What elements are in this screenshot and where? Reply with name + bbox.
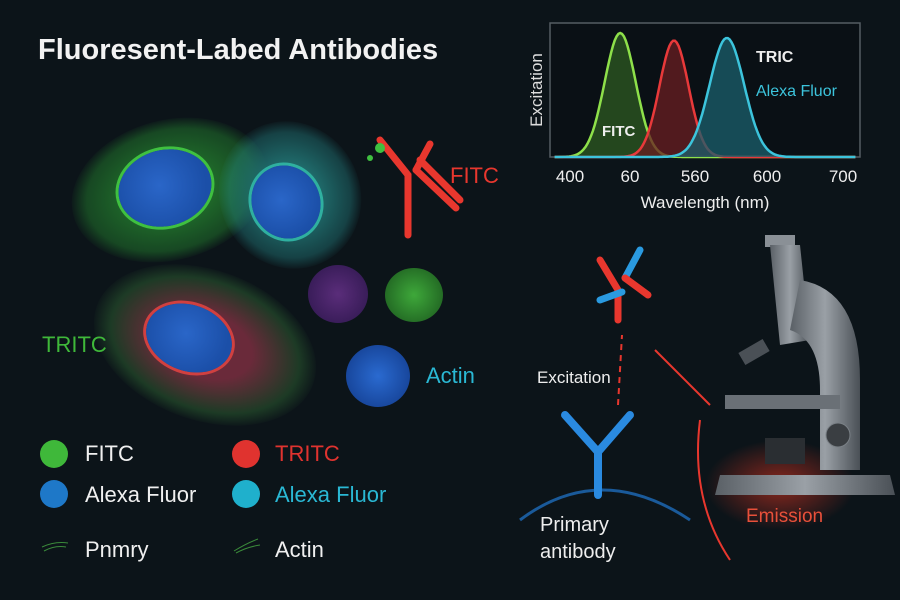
legend-dot-fitc (40, 440, 68, 468)
legend-label: Alexa Fluor (275, 482, 387, 507)
legend-label: FITC (85, 441, 134, 466)
actin-label: Actin (426, 363, 475, 388)
fitc-antibody-icon (367, 136, 464, 239)
page-title: Fluoresent-Labed Antibodies (38, 34, 439, 66)
fitc-label: FITC (450, 163, 499, 188)
legend-dot-tritc (232, 440, 260, 468)
fiber-icon (41, 542, 69, 552)
series-label-tric: TRIC (756, 49, 794, 66)
excitation-label: Excitation (537, 368, 611, 387)
legend-label: Alexa Fluor (85, 482, 197, 507)
x-tick-label: 60 (621, 167, 640, 186)
spectrum-line-alexa-fluor (554, 36, 856, 159)
legend-label: TRITC (275, 441, 340, 466)
purple-cell (308, 265, 368, 323)
green-cell (385, 268, 443, 322)
primary-antibody-icon (561, 411, 634, 499)
legend-dot-alexa-blue (40, 480, 68, 508)
series-label-alexa: Alexa Fluor (756, 83, 838, 100)
x-tick-label: 560 (681, 167, 709, 186)
emission-path-arrow (697, 419, 731, 561)
emission-arrow (654, 349, 711, 406)
legend-dot-alexa-cyan (232, 480, 260, 508)
excitation-arrow (617, 334, 623, 406)
y-axis-label: Excitation (527, 53, 546, 127)
x-tick-label: 600 (753, 167, 781, 186)
primary-antibody-label: antibody (540, 541, 616, 563)
tritc-label: TRITC (42, 332, 107, 357)
legend-label: Pnmry (85, 537, 149, 562)
legend-label: Actin (275, 537, 324, 562)
emission-label: Emission (746, 506, 823, 527)
cell-membrane (519, 488, 691, 522)
blue-cell (346, 345, 410, 407)
spectrum-area-alexa-fluor (554, 38, 856, 157)
excitation-spectrum-chart: Excitation 400 60 560 600 700 Wavelength… (527, 22, 861, 212)
microscope-scene: Excitation Primary antibody Emission (519, 235, 895, 563)
microscope-icon (715, 235, 895, 495)
spectrum-area-fitc (554, 33, 856, 157)
x-axis-label: Wavelength (nm) (641, 193, 770, 212)
x-tick-label: 700 (829, 167, 857, 186)
secondary-antibody-icon (596, 246, 652, 324)
primary-antibody-label: Primary (540, 514, 609, 536)
series-label-fitc: FITC (602, 123, 635, 140)
x-tick-label: 400 (556, 167, 584, 186)
fiber-icon (233, 538, 261, 554)
